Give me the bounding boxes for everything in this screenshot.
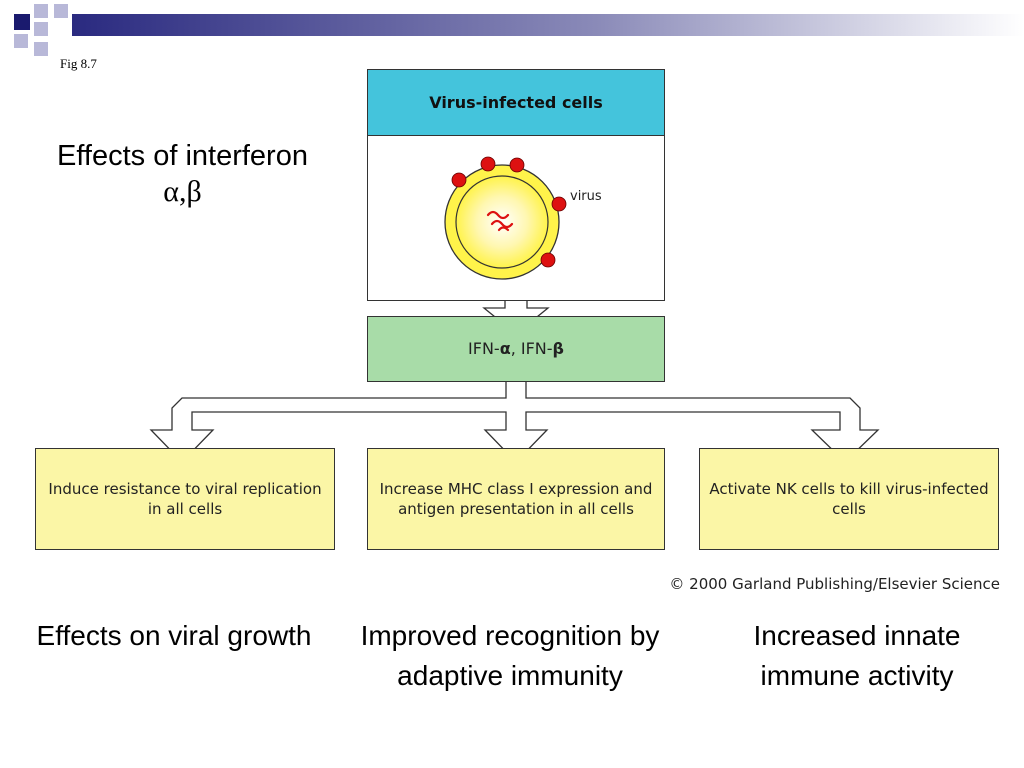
effect-box-viral-resistance: Induce resistance to viral replication i… <box>35 448 335 550</box>
virus-infected-cells-header: Virus-infected cells <box>367 69 665 136</box>
cell-inner-icon <box>455 175 549 269</box>
title-greek-symbols: α,β <box>163 175 202 208</box>
effect-box-mhc-expression: Increase MHC class I expression and anti… <box>367 448 665 550</box>
caption-adaptive-immunity: Improved recognition by adaptive immunit… <box>360 620 660 691</box>
caption-viral-growth: Effects on viral growth <box>36 620 312 651</box>
virus-particle-icon <box>451 172 467 188</box>
copyright-notice: © 2000 Garland Publishing/Elsevier Scien… <box>669 575 1000 593</box>
arrow-ifn-to-effects <box>149 380 880 463</box>
virus-particle-icon <box>480 156 496 172</box>
effect-box-nk-activation: Activate NK cells to kill virus-infected… <box>699 448 999 550</box>
slide-title: Effects of interferon α,β <box>20 138 345 210</box>
virus-particle-icon <box>540 252 556 268</box>
viral-genome-icon <box>486 210 514 232</box>
figure-label: Fig 8.7 <box>60 56 97 71</box>
deco-square-navy <box>14 14 30 30</box>
caption-innate-immunity: Increased innate immune activity <box>753 620 961 691</box>
title-line: Effects of interferon <box>57 140 308 172</box>
virus-particle-icon <box>551 196 567 212</box>
ifn-box: IFN-α, IFN-β <box>367 316 665 382</box>
decorative-header-bar <box>14 4 1024 56</box>
virus-particle-icon <box>509 157 525 173</box>
virus-label: virus <box>570 189 602 204</box>
ifn-label: IFN-α, IFN-β <box>468 339 564 358</box>
